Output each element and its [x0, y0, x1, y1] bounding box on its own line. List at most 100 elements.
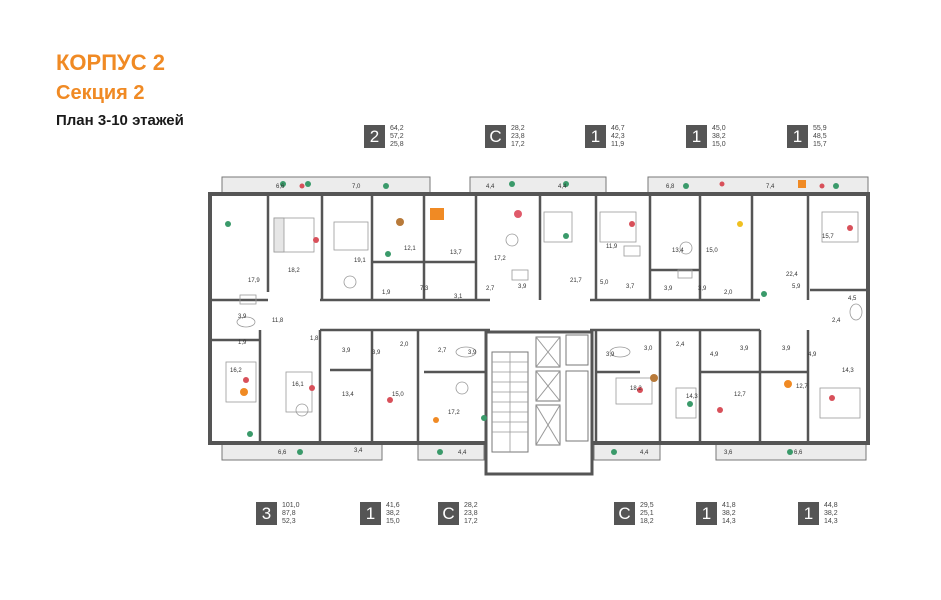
chair-icon: [737, 221, 743, 227]
living-area: 23,8: [464, 510, 478, 517]
plant-icon: [305, 181, 311, 187]
dining-table-icon: [505, 233, 519, 247]
kitchen-area: 15,7: [813, 141, 827, 148]
total-area: 41,6: [386, 502, 400, 509]
room-label: 15,7: [822, 234, 834, 240]
room-label: 6,6: [278, 450, 287, 456]
bathtub-icon: [609, 346, 631, 358]
room-label: 18,2: [630, 386, 642, 392]
plant-icon: [280, 181, 286, 187]
dining-table-icon: [679, 241, 693, 255]
living-area: 25,1: [640, 510, 654, 517]
chair-icon: [387, 397, 393, 403]
room-label: 17,2: [494, 256, 506, 262]
apartment-type: 3: [256, 502, 277, 525]
plant-icon: [509, 181, 515, 187]
room-label: 16,1: [292, 382, 304, 388]
room-label: 12,1: [404, 246, 416, 252]
dining-table-icon: [295, 403, 309, 417]
room-label: 5,9: [792, 284, 801, 290]
chair-icon: [240, 388, 248, 396]
apartment-type: 1: [798, 502, 819, 525]
chair-icon: [629, 221, 635, 227]
room-label: 4,4: [558, 184, 567, 190]
chair-icon: [717, 407, 723, 413]
room-label: 3,1: [454, 294, 463, 300]
chair-icon: [514, 210, 522, 218]
total-area: 46,7: [611, 125, 625, 132]
plant-icon: [225, 221, 231, 227]
dining-table-icon: [455, 381, 469, 395]
apartment-type: 1: [686, 125, 707, 148]
floor-plan-title: План 3-10 этажей: [56, 112, 184, 129]
room-label: 3,4: [354, 448, 363, 454]
bathtub-icon: [849, 303, 863, 321]
kitchen-area: 14,3: [722, 518, 736, 525]
plant-icon: [683, 183, 689, 189]
room-label: 2,0: [724, 290, 733, 296]
room-label: 13,7: [450, 250, 462, 256]
room-label: 4,4: [640, 450, 649, 456]
bed-icon: [599, 211, 637, 243]
total-area: 28,2: [464, 502, 478, 509]
apartment-type: С: [485, 125, 506, 148]
interior-walls: [210, 194, 868, 443]
chair-icon: [650, 374, 658, 382]
plant-icon: [481, 415, 487, 421]
chair-icon: [798, 180, 806, 188]
room-label: 18,2: [288, 268, 300, 274]
room-label: 3,7: [626, 284, 635, 290]
room-label: 3,0: [644, 346, 653, 352]
dining-table-icon: [343, 275, 357, 289]
room-label: 4,9: [710, 352, 719, 358]
room-label: 3,9: [518, 284, 527, 290]
bed-icon: [543, 211, 573, 243]
chair-icon: [847, 225, 853, 231]
plant-icon: [385, 251, 391, 257]
accents: [225, 180, 853, 455]
chair-icon: [430, 208, 444, 220]
room-label: 3,9: [238, 314, 247, 320]
room-label: 17,9: [248, 278, 260, 284]
room-label: 14,3: [842, 368, 854, 374]
living-area: 23,8: [511, 133, 525, 140]
chair-icon: [637, 387, 643, 393]
plant-icon: [383, 183, 389, 189]
room-label: 6,6: [276, 184, 285, 190]
total-area: 45,0: [712, 125, 726, 132]
total-area: 101,0: [282, 502, 300, 509]
room-label: 7,4: [766, 184, 775, 190]
chair-icon: [243, 377, 249, 383]
apartment-type: С: [438, 502, 459, 525]
apartment-type: 1: [787, 125, 808, 148]
room-label: 3,9: [740, 346, 749, 352]
living-area: 38,2: [712, 133, 726, 140]
room-label: 15,0: [706, 248, 718, 254]
plant-icon: [833, 183, 839, 189]
room-label: 4,9: [808, 352, 817, 358]
chair-icon: [433, 417, 439, 423]
room-label: 16,2: [230, 368, 242, 374]
bed-icon: [225, 361, 257, 403]
building-title: КОРПУС 2: [56, 50, 165, 75]
room-label: 12,7: [734, 392, 746, 398]
room-label: 14,3: [686, 394, 698, 400]
living-area: 38,2: [824, 510, 838, 517]
kitchen-area: 25,8: [390, 141, 404, 148]
chair-icon: [299, 183, 305, 189]
kitchen-area: 18,2: [640, 518, 654, 525]
total-area: 55,9: [813, 125, 827, 132]
kitchen-area: 15,0: [386, 518, 400, 525]
room-label: 13,4: [672, 248, 684, 254]
living-area: 48,5: [813, 133, 827, 140]
plant-icon: [761, 291, 767, 297]
apartment-type: 2: [364, 125, 385, 148]
